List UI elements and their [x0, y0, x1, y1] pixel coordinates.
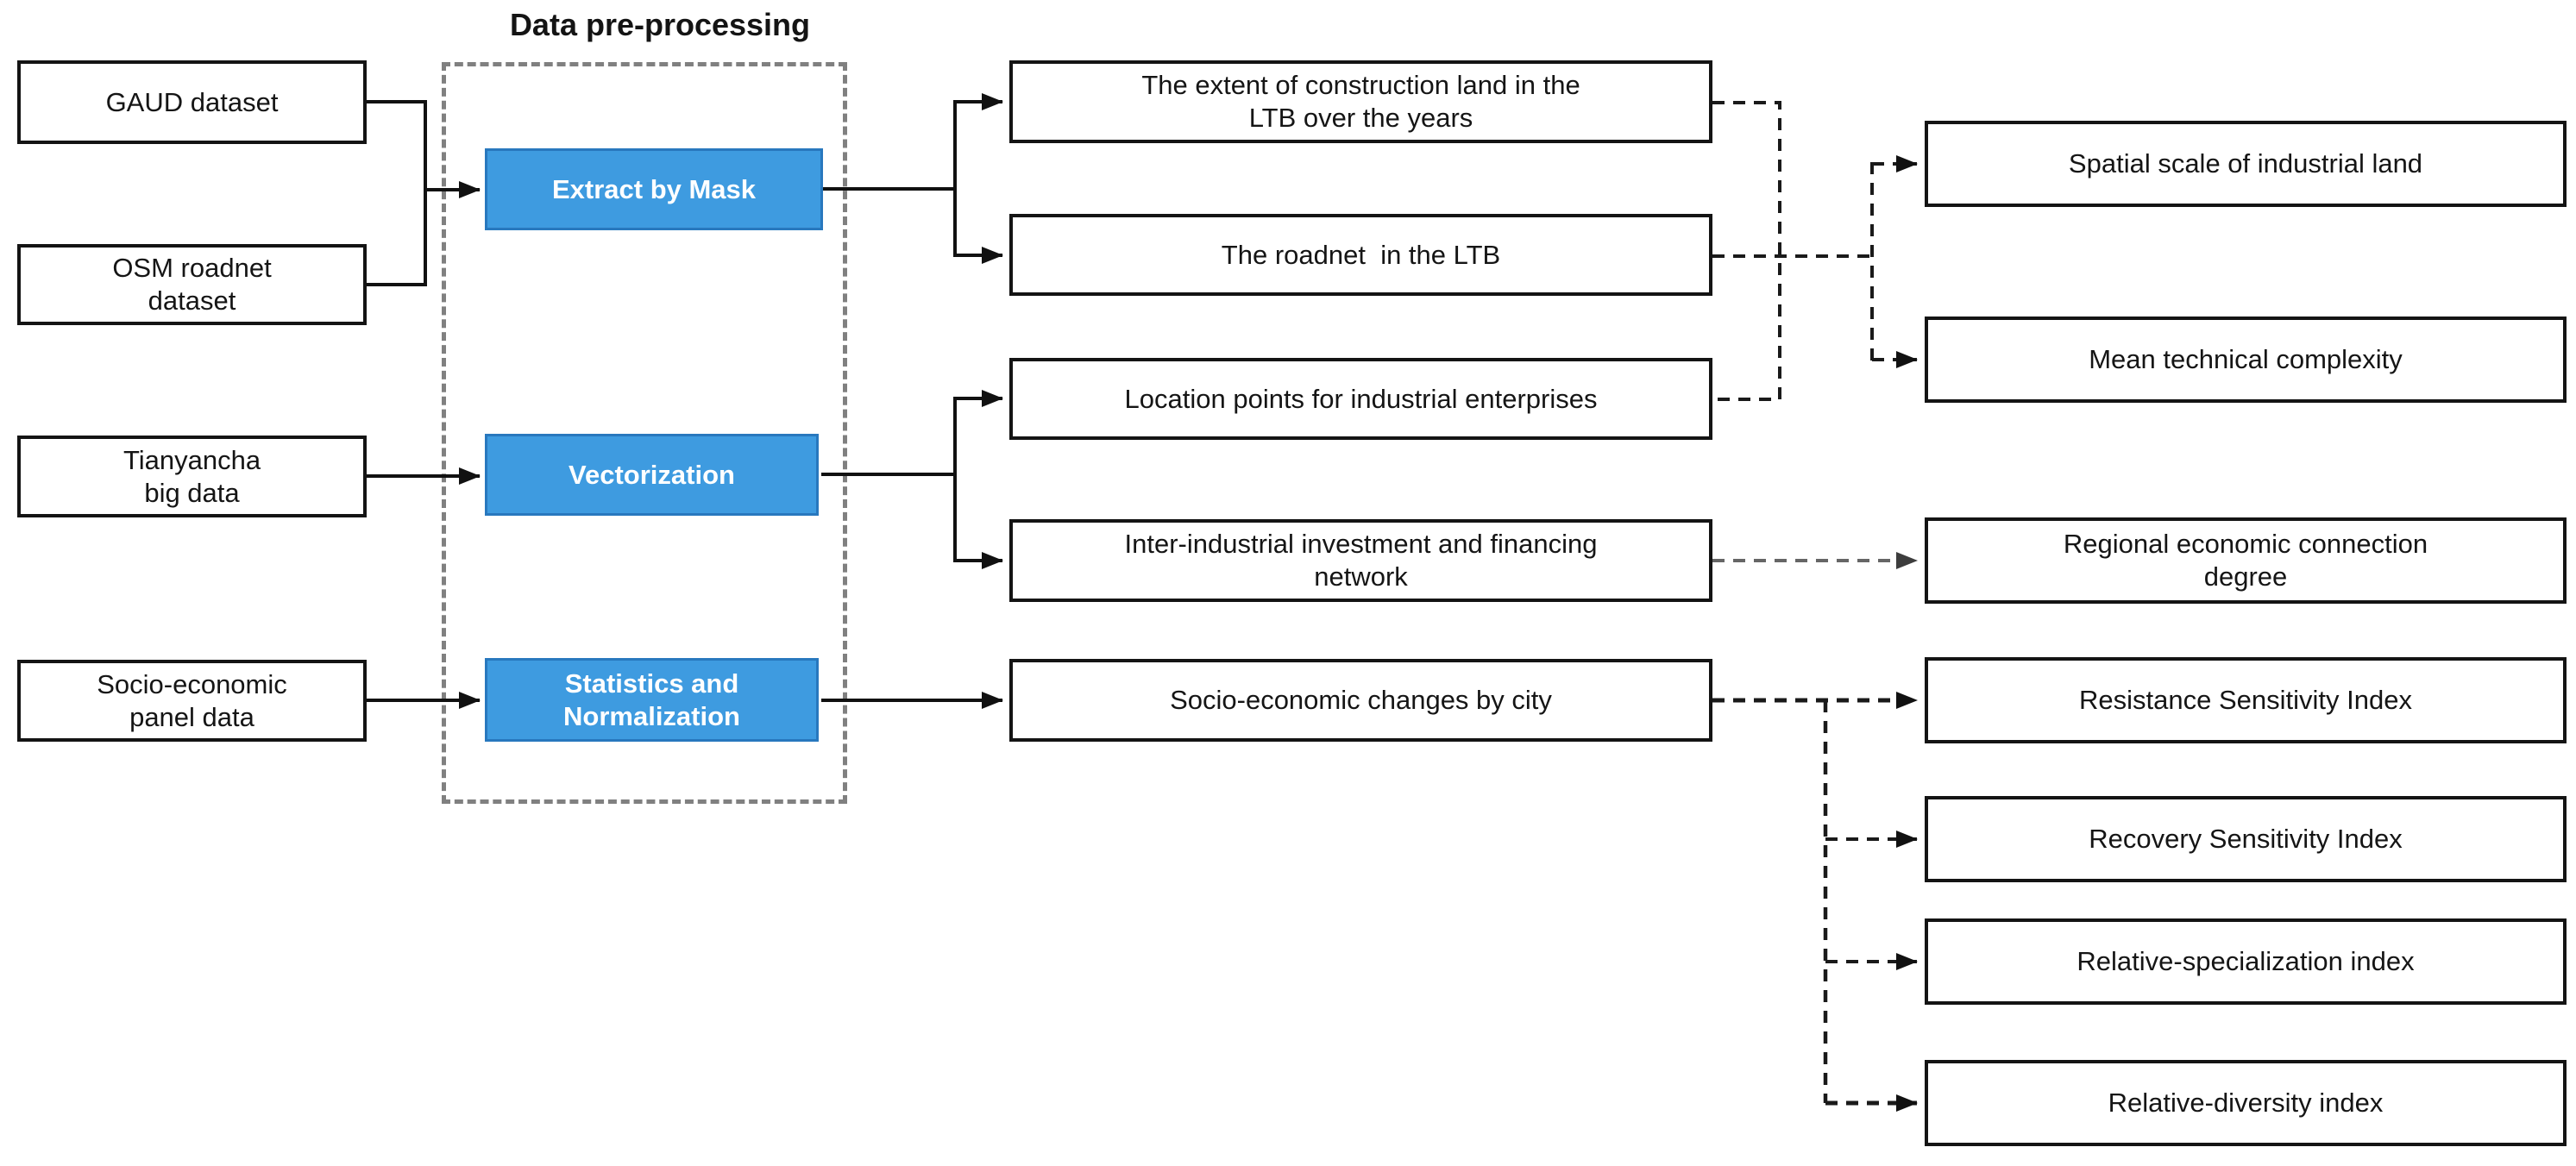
node-resistance-sensitivity-index: Resistance Sensitivity Index — [1925, 657, 2567, 743]
node-mean-technical-complexity: Mean technical complexity — [1925, 317, 2567, 403]
edge-extent-and-location-collector — [1712, 101, 1781, 401]
edge-vectorization-output-bracket — [821, 397, 957, 562]
node-tianyancha-big-data: Tianyancha big data — [17, 436, 367, 517]
node-construction-land-extent: The extent of construction land in the L… — [1009, 60, 1712, 143]
node-roadnet-ltb: The roadnet in the LTB — [1009, 214, 1712, 296]
node-spatial-scale-industrial-land: Spatial scale of industrial land — [1925, 121, 2567, 207]
node-regional-economic-connection-degree: Regional economic connection degree — [1925, 517, 2567, 604]
data-preprocessing-container — [442, 62, 847, 804]
edge-inputs-to-extract-bracket — [367, 100, 427, 286]
node-statistics-and-normalization: Statistics and Normalization — [485, 658, 819, 742]
node-socio-economic-panel-data: Socio-economic panel data — [17, 660, 367, 742]
node-vectorization: Vectorization — [485, 434, 819, 516]
node-osm-roadnet-dataset: OSM roadnet dataset — [17, 244, 367, 325]
node-extract-by-mask: Extract by Mask — [485, 148, 823, 230]
node-location-points: Location points for industrial enterpris… — [1009, 358, 1712, 440]
node-inter-industrial-network: Inter-industrial investment and financin… — [1009, 519, 1712, 602]
edge-extract-output-bracket — [821, 100, 957, 257]
node-recovery-sensitivity-index: Recovery Sensitivity Index — [1925, 796, 2567, 882]
node-relative-diversity-index: Relative-diversity index — [1925, 1060, 2567, 1146]
node-gaud-dataset: GAUD dataset — [17, 60, 367, 144]
node-relative-specialization-index: Relative-specialization index — [1925, 918, 2567, 1005]
section-title-data-pre-processing: Data pre-processing — [509, 7, 811, 42]
node-socio-economic-changes: Socio-economic changes by city — [1009, 659, 1712, 742]
